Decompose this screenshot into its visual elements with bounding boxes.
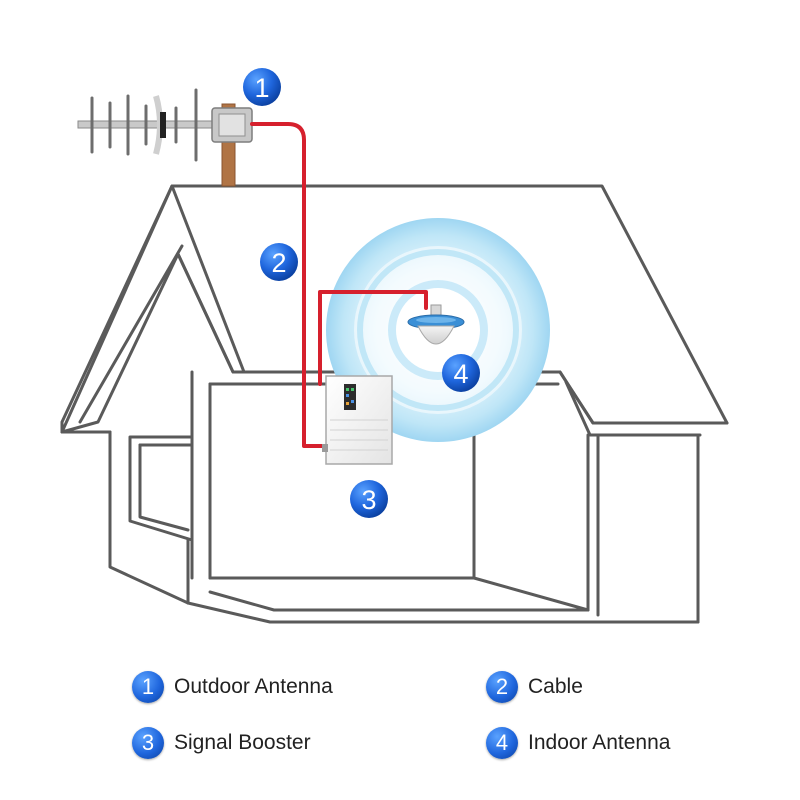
floor-inner <box>208 590 590 612</box>
cable <box>250 122 428 448</box>
yagi-antenna-icon <box>77 88 253 187</box>
badge-1: 1 <box>243 68 281 106</box>
badge-2-number: 2 <box>271 248 286 278</box>
badge-3: 3 <box>350 480 388 518</box>
badge-3-number: 3 <box>361 485 376 515</box>
badge-4: 4 <box>442 354 480 392</box>
badge-1-number: 1 <box>254 73 269 103</box>
badge-2: 2 <box>260 243 298 281</box>
gable-left-edge <box>60 184 174 434</box>
roof-inner-edge-2 <box>176 252 235 374</box>
badge-4-number: 4 <box>453 359 468 389</box>
floor-back <box>208 576 590 612</box>
roof-right-eave <box>558 370 729 425</box>
window <box>128 435 194 542</box>
floor-front <box>186 601 700 624</box>
roof-inner-edge <box>170 184 246 374</box>
signal-booster-icon <box>322 375 393 465</box>
gable-inner <box>78 244 184 424</box>
roof-right-eave-2 <box>564 380 702 437</box>
window-frame-2 <box>138 443 190 532</box>
ceiling-antenna-icon <box>407 304 465 345</box>
left-wall <box>108 430 190 605</box>
